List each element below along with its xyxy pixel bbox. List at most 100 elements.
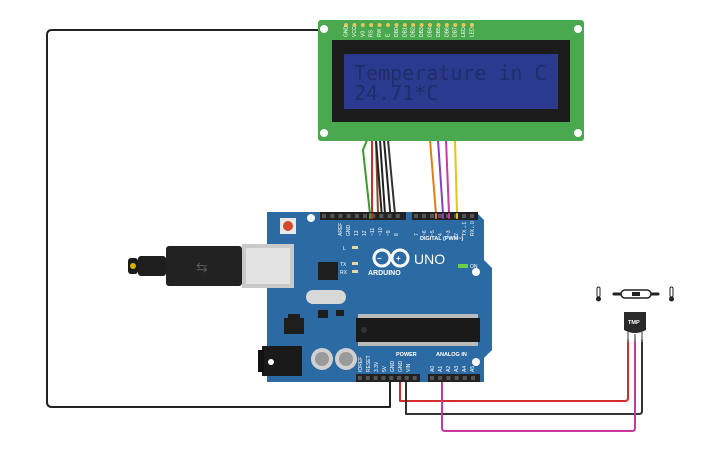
temperature-sensor[interactable]: TMP [596,286,674,342]
lcd-pin[interactable] [419,23,424,27]
wire-lcd-magenta[interactable] [445,139,450,215]
arduino-uno-board[interactable]: ⇆ L TX RX [128,212,492,382]
lcd-pin[interactable] [402,23,407,27]
wire-lcd-ground-loop[interactable] [46,29,391,408]
label-d13: 13 [354,230,360,236]
header-hole[interactable] [471,376,475,380]
header-hole[interactable] [387,214,392,218]
label-gnd-top: GND [346,225,352,237]
header-hole[interactable] [354,214,359,218]
header-hole[interactable] [373,376,378,380]
board-mount-hole [472,358,480,366]
header-hole[interactable] [438,214,442,218]
label-d5: ~5 [430,230,436,236]
crystal [306,290,346,304]
wires [46,29,643,432]
lcd-pin[interactable] [436,23,441,27]
smd-chip [336,310,344,316]
wire-lcd-purple[interactable] [437,139,444,215]
label-digital: DIGITAL (PWM~) [420,236,464,242]
header-hole[interactable] [389,376,394,380]
lcd-screen [344,54,558,109]
label-analog-in: ANALOG IN [436,352,467,358]
lcd-pin[interactable] [453,23,458,27]
header-hole[interactable] [371,214,376,218]
lcd-mount-hole [574,25,582,33]
led-tx [352,262,358,265]
board-mount-hole [472,268,480,276]
arduino-brand: ARDUINO [368,270,401,277]
lcd-pin[interactable] [369,23,374,27]
header-hole[interactable] [397,376,401,380]
slider-handle[interactable] [632,292,640,296]
wire-top-overlay [369,213,458,219]
lcd-pin[interactable] [461,23,466,27]
wire-sensor-black[interactable] [405,339,643,415]
header-hole[interactable] [395,214,400,218]
header-hole[interactable] [462,376,467,380]
label-d11: ~11 [370,228,376,236]
lcd-pin[interactable] [360,23,365,27]
header-hole[interactable] [404,376,409,380]
header-hole[interactable] [322,214,326,218]
header-hole[interactable] [381,376,386,380]
header-hole[interactable] [446,376,451,380]
lcd-pin[interactable] [352,23,357,27]
header-hole[interactable] [358,376,362,380]
lcd-pin[interactable] [428,23,432,27]
power-jack-tip [258,350,264,372]
lcd-pin[interactable] [377,23,382,27]
lcd-pin-label: LED [461,27,467,37]
reset-button-cap[interactable] [283,221,293,231]
label-tx: TX [340,262,347,268]
lcd-pin-label: VCC [352,26,358,37]
power-jack [262,346,302,376]
lcd-line-1: Temperature in C [354,61,547,85]
lcd-pin-label: RW [377,28,383,37]
lcd-pin[interactable] [386,23,390,27]
header-hole[interactable] [365,376,370,380]
lcd-pin[interactable] [394,23,399,27]
lcd-pin-label: RS [369,29,375,37]
header-hole[interactable] [422,214,426,218]
svg-text:+: + [396,254,401,263]
header-hole[interactable] [414,214,418,218]
header-hole[interactable] [346,214,351,218]
header-hole[interactable] [363,214,367,218]
wire-lcd-green[interactable] [362,139,371,215]
header-hole[interactable] [470,214,474,218]
temperature-slider[interactable] [596,286,674,302]
header-hole[interactable] [462,214,466,218]
header-hole[interactable] [430,214,434,218]
lcd-pin[interactable] [470,23,474,27]
label-d7: 7 [414,233,420,236]
label-d8: 8 [394,233,400,236]
arduino-model: UNO [414,251,445,267]
wire-sensor-magenta[interactable] [441,339,636,432]
lcd-pin-label: DB1 [402,27,408,37]
label-a0: A0 [430,366,436,372]
wire-sensor-red[interactable] [399,339,629,402]
header-hole[interactable] [454,376,459,380]
label-rx0: RX←0 [470,221,476,236]
label-d10: ~10 [378,227,384,236]
header-hole[interactable] [430,376,434,380]
lcd-pin[interactable] [444,23,449,27]
wire-lcd-orange[interactable] [429,139,437,215]
wire-lcd-black-1[interactable] [379,139,386,215]
wire-lcd-yellow[interactable] [454,139,458,215]
lcd-pin[interactable] [411,23,416,27]
label-a2: A2 [446,366,452,372]
header-hole[interactable] [412,376,417,380]
header-hole[interactable] [438,376,443,380]
analog-header [428,374,480,382]
smd-chip [318,310,328,318]
capacitor-top [315,352,329,366]
header-hole[interactable] [379,214,384,218]
lcd-pin[interactable] [344,23,348,27]
header-hole[interactable] [338,214,343,218]
header-hole[interactable] [330,214,335,218]
label-power: POWER [396,352,417,358]
